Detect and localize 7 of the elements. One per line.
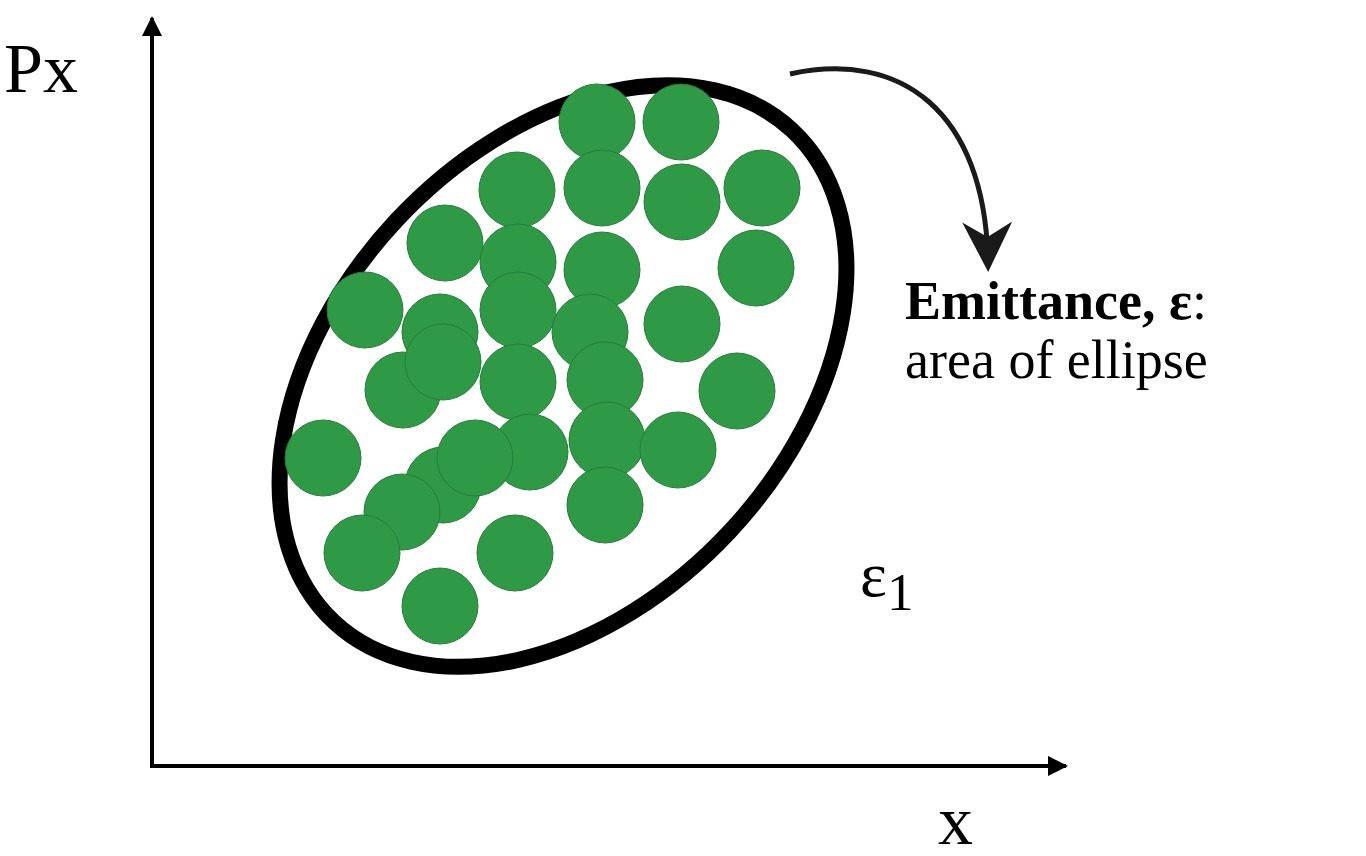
axis-label: x [938,782,973,856]
axis-label: Px [4,30,78,107]
curved-arrow [789,66,1011,272]
ellipse-label: ε$_{1}$ [860,540,914,622]
heading-text: Emittance, ε: [905,272,1208,332]
ellipse-outline [271,77,855,675]
caption-text: area of ellipse [905,331,1208,391]
